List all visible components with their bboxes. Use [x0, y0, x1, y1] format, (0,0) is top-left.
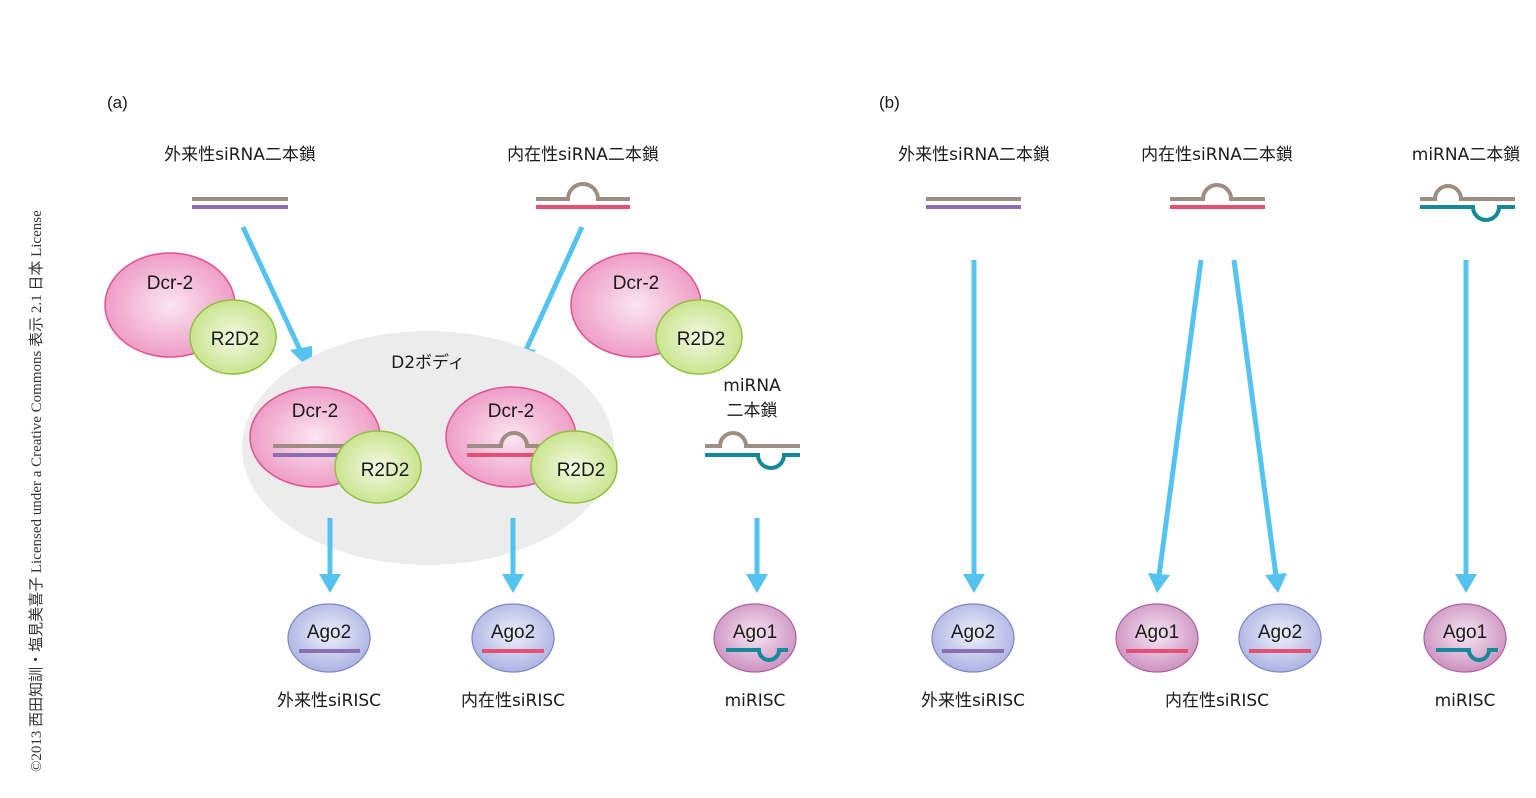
exo-sirna-duplex-label: 外来性siRNA二本鎖 — [164, 145, 316, 165]
endo-sirisc-label: 内在性siRISC — [461, 691, 565, 711]
ago2-label: Ago2 — [1258, 622, 1302, 643]
dcr2-r2d2-exo-complex: Dcr-2 R2D2 — [249, 386, 422, 504]
mirna-duplex-icon — [1420, 184, 1515, 222]
mirna-duplex-label-line2: 二本鎖 — [727, 401, 778, 421]
ago2-label: Ago2 — [307, 622, 351, 643]
mirisc-ago1: Ago1 — [713, 603, 797, 673]
arrow-exo-to-ago2 — [963, 260, 985, 593]
copyright-credit: ©2013 西田知訓・塩見美喜子 Licensed under a Creati… — [28, 210, 45, 772]
endo-sirna-duplex-icon — [536, 182, 630, 209]
arrow-mirna-to-ago1 — [1455, 260, 1477, 593]
r2d2-label: R2D2 — [211, 329, 260, 350]
dcr2-r2d2-endo-complex: Dcr-2 R2D2 — [445, 386, 618, 504]
mirna-duplex-label-line1: miRNA — [723, 376, 781, 396]
endo-sirisc-ago2: Ago2 — [471, 603, 555, 673]
panel-a: (a) 外来性siRNA二本鎖 内在性siRNA二本鎖 Dcr-2 R2 — [104, 93, 800, 711]
exo-sirna-duplex-icon — [926, 197, 1021, 209]
dcr2-label: Dcr-2 — [613, 273, 659, 294]
endo-sirisc-label: 内在性siRISC — [1165, 691, 1269, 711]
mirna-duplex-icon — [705, 431, 800, 470]
dcr2-r2d2-complex-right: Dcr-2 R2D2 — [570, 252, 743, 375]
r2d2-protein — [334, 430, 422, 504]
r2d2-protein — [189, 299, 277, 375]
ago1-label: Ago1 — [733, 622, 777, 643]
ago2-protein — [287, 603, 371, 673]
mirisc-label: miRISC — [725, 691, 786, 711]
exo-sirisc-ago2: Ago2 — [287, 603, 371, 673]
ago2-protein — [931, 603, 1015, 673]
arrow-d2-to-exo-risc — [319, 518, 341, 593]
ago2-label: Ago2 — [951, 622, 995, 643]
r2d2-label: R2D2 — [677, 329, 726, 350]
endo-sirna-duplex-label: 内在性siRNA二本鎖 — [507, 145, 659, 165]
r2d2-label: R2D2 — [557, 460, 606, 481]
endo-sirisc-ago1: Ago1 — [1115, 603, 1199, 673]
r2d2-protein — [655, 299, 743, 375]
ago2-protein — [471, 603, 555, 673]
exo-sirisc-label: 外来性siRISC — [277, 691, 381, 711]
r2d2-protein — [530, 430, 618, 504]
endo-sirna-duplex-label: 内在性siRNA二本鎖 — [1141, 145, 1293, 165]
ago1-protein — [1115, 603, 1199, 673]
exo-sirisc-label: 外来性siRISC — [921, 691, 1025, 711]
exo-sirisc-ago2: Ago2 — [931, 603, 1015, 673]
arrow-endo-to-ago1 — [1148, 259, 1204, 593]
arrow-mirna-to-mirisc — [746, 518, 768, 593]
arrow-endo-to-ago2 — [1231, 259, 1287, 593]
panel-b: (b) 外来性siRNA二本鎖 内在性siRNA二本鎖 miRNA二本鎖 — [879, 93, 1520, 711]
dcr2-label: Dcr-2 — [292, 401, 338, 422]
ago1-label: Ago1 — [1443, 622, 1487, 643]
d2-body: D2ボディ Dcr-2 R2D2 Dcr-2 R2D2 — [242, 331, 618, 565]
mirisc-ago1: Ago1 — [1423, 603, 1507, 673]
arrow-d2-to-endo-risc — [502, 518, 524, 593]
d2-body-label: D2ボディ — [391, 352, 465, 373]
panel-a-label: (a) — [107, 93, 128, 112]
mirna-duplex-label: miRNA二本鎖 — [1412, 145, 1520, 165]
dcr2-label: Dcr-2 — [147, 273, 193, 294]
ago2-label: Ago2 — [491, 622, 535, 643]
endo-sirna-duplex-icon — [1170, 183, 1265, 209]
mirisc-label: miRISC — [1435, 691, 1496, 711]
endo-sirisc-ago2: Ago2 — [1238, 603, 1322, 673]
ago1-label: Ago1 — [1135, 622, 1179, 643]
exo-sirna-duplex-icon — [192, 197, 288, 209]
ago2-protein — [1238, 603, 1322, 673]
panel-b-label: (b) — [879, 93, 900, 112]
dcr2-label: Dcr-2 — [488, 401, 534, 422]
exo-sirna-duplex-label: 外来性siRNA二本鎖 — [898, 145, 1050, 165]
dcr2-r2d2-complex-left: Dcr-2 R2D2 — [104, 252, 277, 375]
r2d2-label: R2D2 — [361, 460, 410, 481]
